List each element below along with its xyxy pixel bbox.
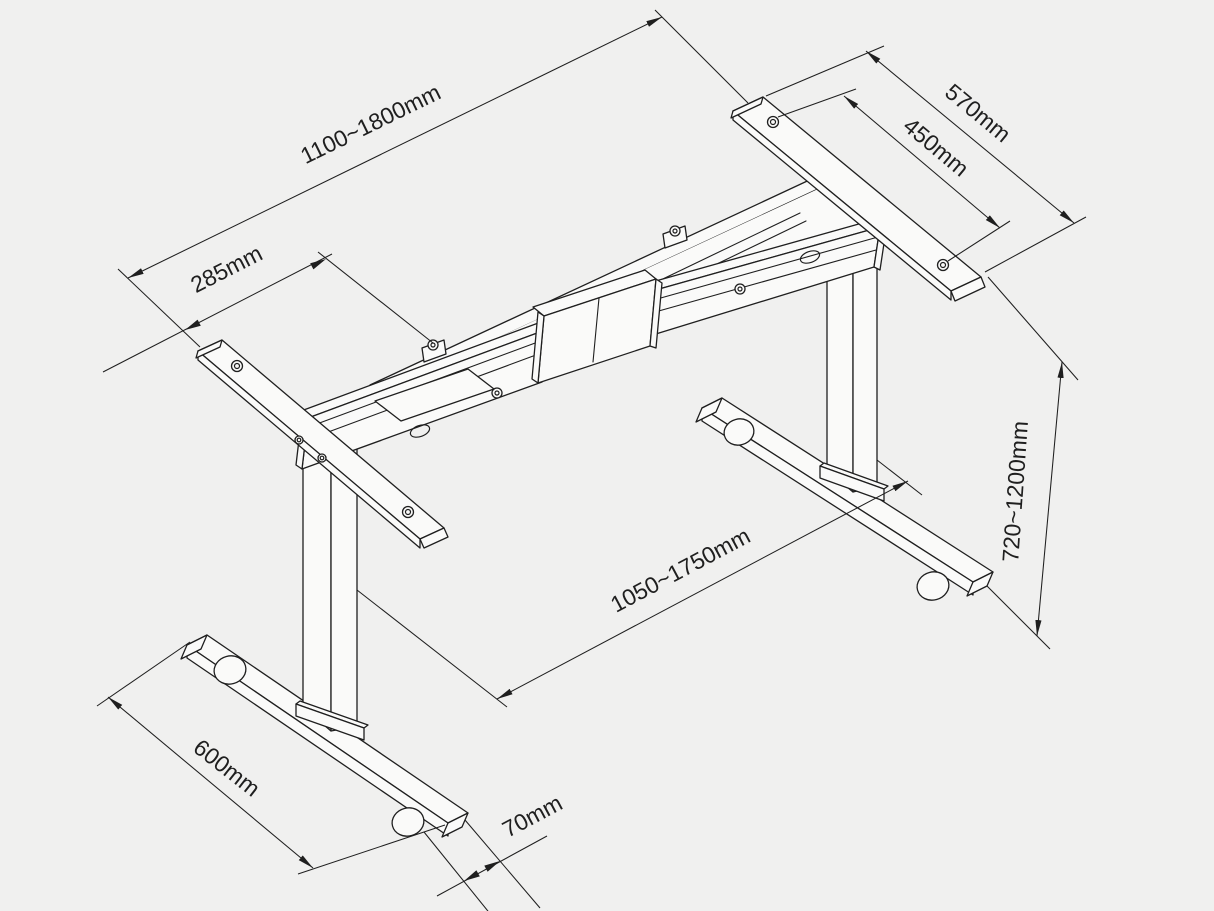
extension-line (984, 216, 1087, 273)
dim-side-offset: 285mm (102, 240, 434, 373)
dimension-annotations: 1100~1800mm 570mm 450mm 285mm (96, 9, 1087, 911)
left-leg-left-face (302, 444, 332, 732)
dimension-line (496, 480, 909, 700)
dim-label-bracket-length: 570mm (940, 78, 1016, 147)
dim-label-foot-length: 600mm (189, 734, 265, 802)
beam-center-sleeve (531, 269, 663, 384)
rail-screw (734, 283, 746, 295)
right-leg-right-face (852, 239, 878, 493)
right-foot-rear-glide (916, 571, 950, 601)
extension-line (297, 824, 446, 875)
bracket-center-screw (294, 435, 304, 445)
extension-line (947, 220, 1011, 262)
right-bracket-near-cap (730, 96, 764, 119)
right-bracket-far-lip (950, 276, 986, 302)
left-foot-far-cap (441, 812, 469, 838)
bracket-screw-hole (230, 359, 244, 373)
extension-line (317, 251, 434, 344)
dimension-line (865, 50, 1075, 224)
dim-label-bracket-hole-spacing: 450mm (898, 112, 973, 181)
dim-arrowhead (464, 870, 480, 881)
dim-label-frame-width: 1100~1800mm (296, 79, 444, 169)
extension-line (96, 641, 191, 707)
dim-label-height-range: 720~1200mm (997, 420, 1033, 563)
bracket-screw-hole (936, 258, 950, 272)
left-foot-near-cap (180, 634, 208, 660)
mounting-tab (662, 225, 688, 249)
tab-screw (669, 225, 681, 237)
desk-frame (180, 96, 994, 838)
bracket-screw-hole (766, 115, 780, 129)
left-leg (295, 444, 369, 741)
mounting-tab (421, 339, 447, 363)
extension-line (986, 585, 1051, 650)
dimension-line (127, 16, 663, 279)
dimension-line (843, 95, 1001, 229)
dimension-line (107, 696, 314, 869)
extension-line (765, 45, 885, 97)
right-foot-near-cap (695, 397, 723, 423)
extension-line (423, 831, 489, 911)
rail-screw (491, 387, 503, 399)
left-foot (180, 634, 469, 838)
dim-arrowhead (484, 861, 500, 872)
left-foot-rear-glide (391, 807, 425, 837)
tab-screw (427, 339, 439, 351)
cable-hole (799, 250, 821, 264)
extension-line (987, 276, 1079, 381)
extension-line (117, 268, 201, 348)
dim-label-side-offset: 285mm (186, 240, 266, 298)
sleeve-joint-line (592, 297, 600, 363)
cross-beam (295, 175, 887, 470)
left-bracket-far-cap (419, 527, 449, 549)
bracket-center-screw (317, 453, 327, 463)
dim-arrowhead (185, 319, 201, 330)
extension-line (356, 589, 508, 708)
dim-label-foot-span: 1050~1750mm (606, 522, 754, 617)
right-leg-left-face (826, 248, 854, 493)
left-leg-mount-plate (374, 368, 495, 422)
extension-line (876, 459, 923, 496)
extension-line (464, 819, 541, 909)
left-top-bracket (195, 339, 449, 549)
bracket-screw-hole (401, 505, 415, 519)
right-foot-front-glide (723, 418, 755, 446)
dim-height-range: 720~1200mm (986, 276, 1079, 650)
cable-hole (409, 424, 431, 438)
left-bracket-near-cap (195, 339, 223, 359)
extension-line (654, 9, 749, 104)
dimension-line (1035, 361, 1064, 637)
dim-label-foot-width: 70mm (498, 789, 567, 842)
dimension-line (102, 253, 333, 373)
extension-line (777, 88, 857, 118)
dim-foot-length: 600mm (96, 641, 446, 875)
left-foot-front-glide (213, 655, 247, 685)
dim-arrowhead (310, 259, 326, 270)
